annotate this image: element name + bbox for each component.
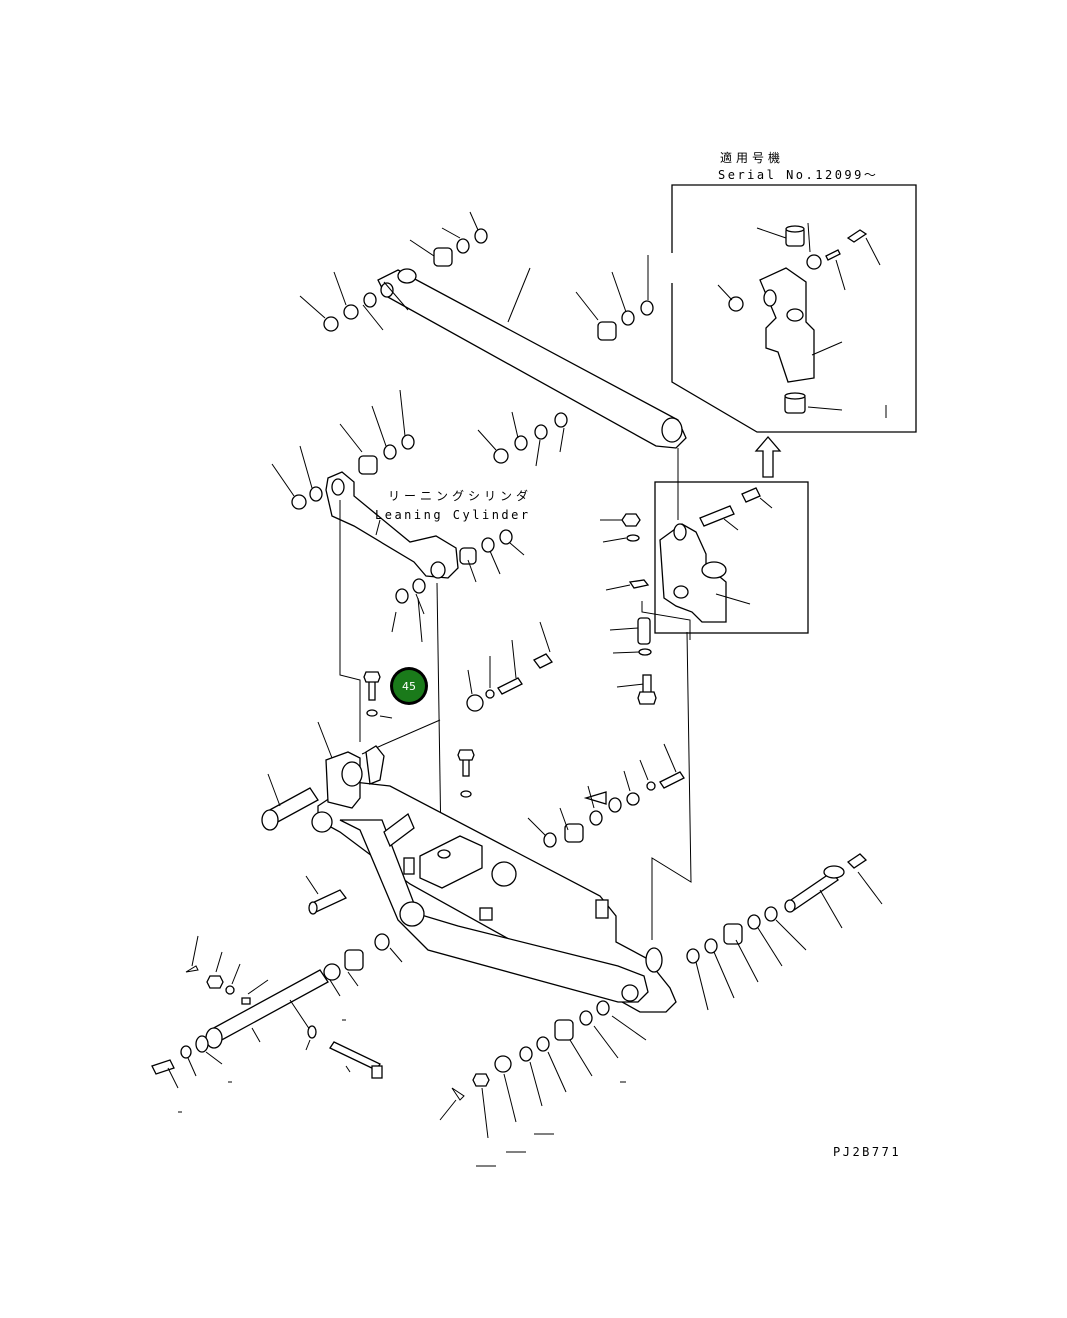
inset-serial-variant xyxy=(671,184,917,433)
callout-number: 45 xyxy=(402,680,416,693)
front-pin xyxy=(261,721,348,915)
right-hardware xyxy=(686,853,883,1011)
up-arrow-icon xyxy=(754,436,782,478)
lower-left-hardware xyxy=(151,933,403,1113)
detail-loose-parts xyxy=(600,513,691,705)
cylinder-label-en: Leaning Cylinder xyxy=(375,508,531,522)
lower-right-hardware xyxy=(439,1000,647,1167)
cylinder-label-jp: リーニングシリンダ xyxy=(388,488,532,503)
upper-link-bar xyxy=(299,211,687,467)
middle-hardware xyxy=(363,621,685,848)
serial-number-label: Serial No.12099～ xyxy=(718,168,878,182)
applicable-models-label: 適用号機 xyxy=(720,150,784,165)
detail-bracket-box xyxy=(654,481,809,634)
callout-45-badge[interactable]: 45 xyxy=(390,667,428,705)
drawing-code: PJ2B771 xyxy=(833,1145,901,1159)
main-frame xyxy=(311,745,677,1013)
leaning-cylinder xyxy=(271,389,525,633)
